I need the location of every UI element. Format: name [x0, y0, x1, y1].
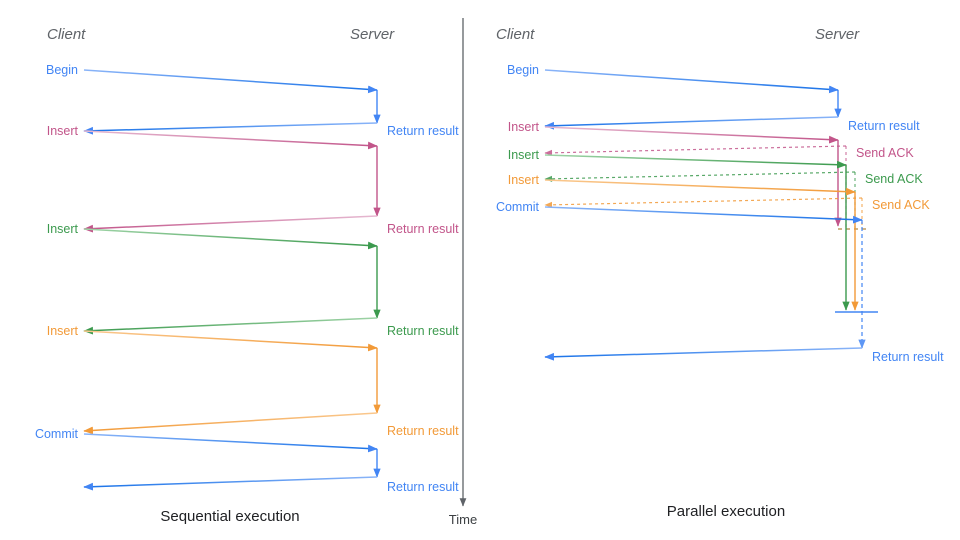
- seq-begin-return-label: Return result: [387, 124, 459, 138]
- seq-insert2-request-label: Insert: [47, 222, 79, 236]
- par-insert2-request-arrow: [544, 154, 847, 169]
- seq-begin-request-label: Begin: [46, 63, 78, 77]
- par-insert2-ack-arrow: [544, 171, 856, 182]
- par-begin-return-label: Return result: [848, 119, 920, 133]
- seq-insert1-return-arrow: [83, 215, 378, 233]
- par-commit-return-arrow: [544, 347, 863, 361]
- sequential-message-arrows: [83, 69, 378, 491]
- parallel-client-lane-title: Client: [496, 26, 535, 43]
- par-insert3-ack-arrow: [544, 197, 863, 208]
- par-insert1-ack-arrow: [544, 145, 847, 156]
- sequential-client-lane-title: Client: [47, 26, 86, 43]
- seq-begin-return-arrow: [83, 122, 378, 135]
- seq-insert1-request-arrow: [83, 130, 378, 150]
- par-begin-return-arrow: [544, 116, 839, 130]
- par-insert1-request-arrow: [544, 126, 839, 144]
- seq-insert2-request-arrow: [83, 228, 378, 250]
- parallel-server-lane-title: Server: [815, 26, 860, 43]
- par-commit-request-arrow: [544, 206, 863, 224]
- seq-insert3-return-label: Return result: [387, 424, 459, 438]
- seq-insert2-return-arrow: [83, 317, 378, 335]
- sequential-server-lane-title: Server: [350, 26, 395, 43]
- seq-commit-return-label: Return result: [387, 480, 459, 494]
- par-insert3-request-arrow: [544, 179, 856, 196]
- time-axis: Time: [449, 18, 477, 527]
- seq-insert3-return-arrow: [83, 412, 378, 435]
- seq-insert3-request-arrow: [83, 330, 378, 352]
- time-axis-label: Time: [449, 512, 477, 527]
- seq-commit-return-arrow: [83, 476, 378, 491]
- par-commit-request-label: Commit: [496, 200, 540, 214]
- par-insert1-request-label: Insert: [508, 120, 540, 134]
- par-insert3-request-label: Insert: [508, 173, 540, 187]
- par-insert2-request-label: Insert: [508, 148, 540, 162]
- par-begin-request-arrow: [544, 69, 839, 94]
- par-commit-return-label: Return result: [872, 350, 944, 364]
- seq-insert3-request-label: Insert: [47, 324, 79, 338]
- seq-commit-request-arrow: [83, 433, 378, 453]
- seq-insert1-request-label: Insert: [47, 124, 79, 138]
- parallel-message-arrows: [544, 69, 863, 361]
- seq-begin-request-arrow: [83, 69, 378, 94]
- sequential-panel-caption: Sequential execution: [160, 508, 299, 525]
- par-insert2-ack-label: Send ACK: [865, 172, 923, 186]
- seq-commit-request-label: Commit: [35, 427, 79, 441]
- par-begin-request-label: Begin: [507, 63, 539, 77]
- par-insert1-ack-label: Send ACK: [856, 146, 914, 160]
- parallel-panel-caption: Parallel execution: [667, 503, 785, 520]
- par-insert3-ack-label: Send ACK: [872, 198, 930, 212]
- seq-insert2-return-label: Return result: [387, 324, 459, 338]
- seq-insert1-return-label: Return result: [387, 222, 459, 236]
